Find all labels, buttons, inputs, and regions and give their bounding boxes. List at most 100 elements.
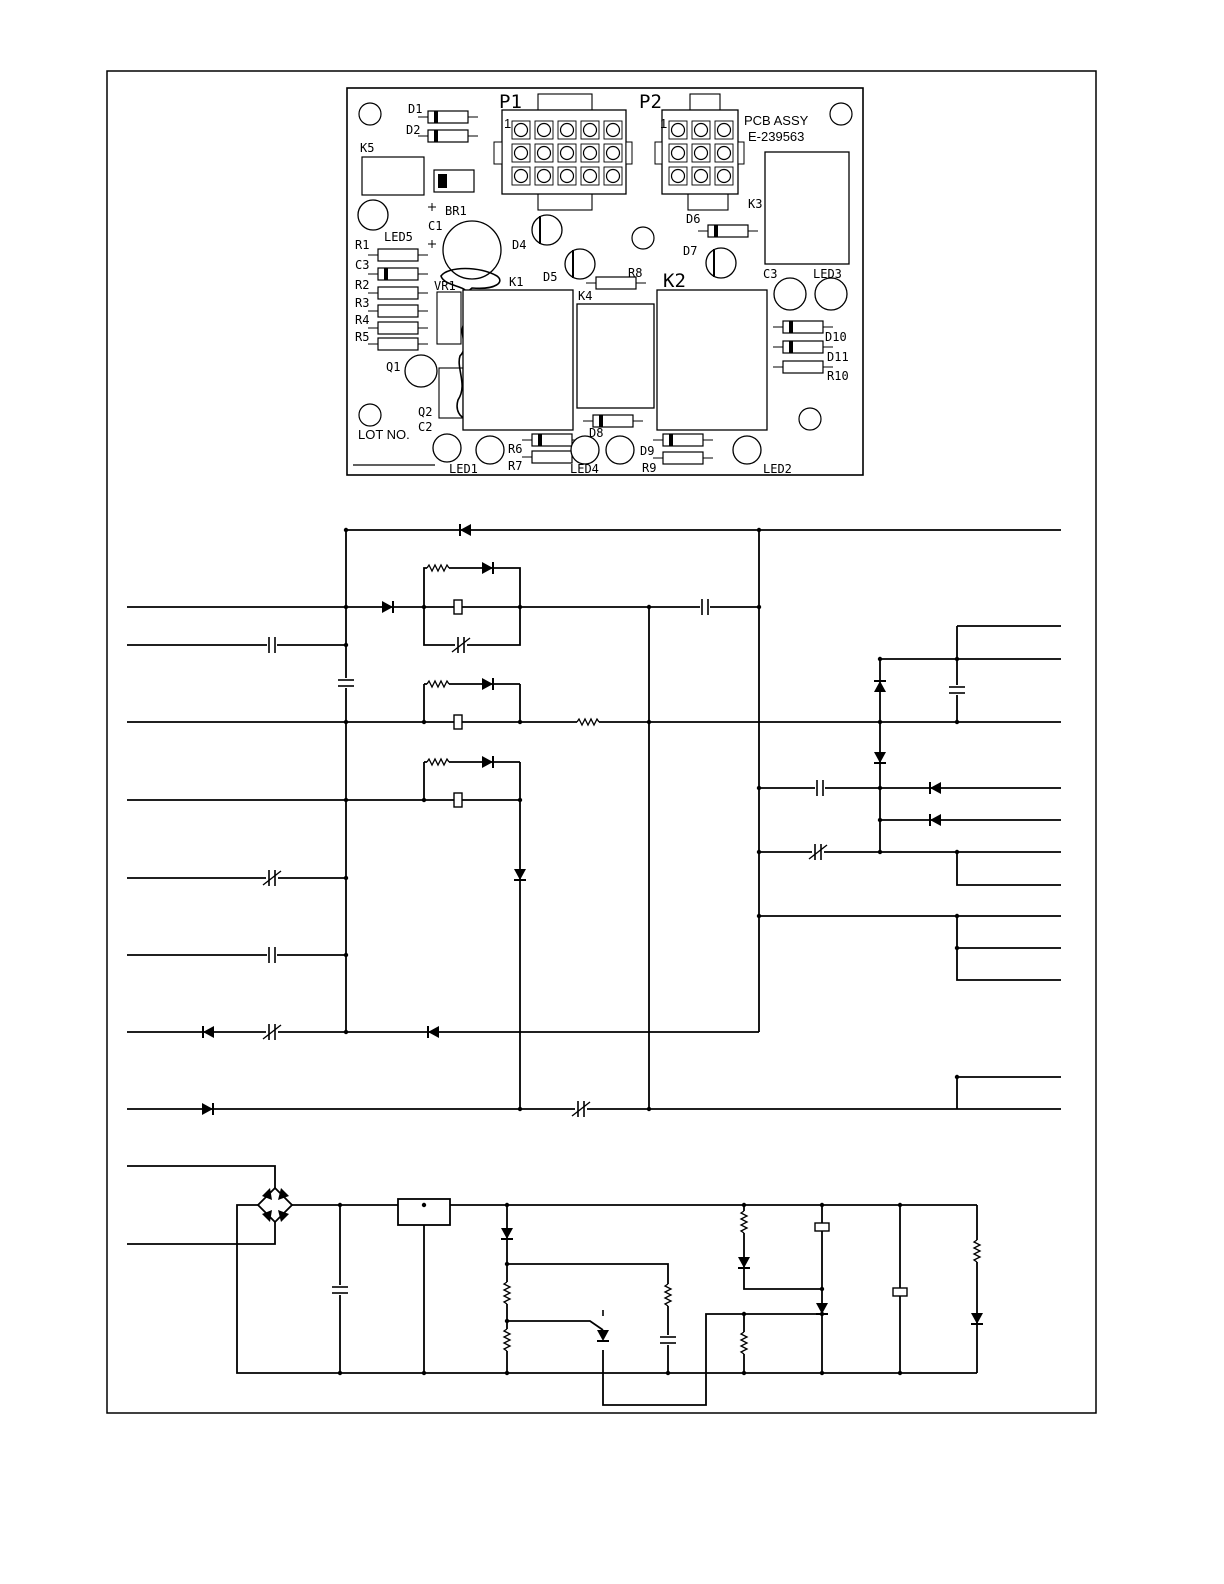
diode-right-down [874, 752, 886, 763]
junction-dot [344, 953, 348, 957]
junction-dot [344, 605, 348, 609]
connector-pin [535, 144, 553, 162]
connector-pin [535, 121, 553, 139]
junction-dot [422, 1371, 426, 1375]
junction-dot [505, 1262, 509, 1266]
resistor-led2 [427, 681, 449, 687]
junction-dot [955, 914, 959, 918]
junction-dot [820, 1287, 824, 1291]
led-2 [733, 436, 761, 464]
junction-dot [955, 720, 959, 724]
diode-mid-1 [428, 1026, 439, 1038]
diode-right-up [874, 681, 886, 692]
label-r6: R6 [508, 442, 522, 456]
label-d11: D11 [827, 350, 849, 364]
transistor-q1-symbol [597, 1310, 609, 1341]
transistor-q1 [405, 355, 437, 387]
relay-k3 [765, 152, 849, 264]
junction-dot [518, 605, 522, 609]
led-3-symbol [482, 756, 493, 768]
connector-pin [715, 167, 733, 185]
junction-dot [338, 1203, 342, 1207]
diode-vertical [514, 869, 526, 880]
connector-pin [669, 144, 687, 162]
label-led3: LED3 [813, 267, 842, 281]
label-c3-left: C3 [355, 258, 369, 272]
connector-pin [558, 121, 576, 139]
connector-p2 [655, 94, 744, 210]
label-p2-pin1: 1 [660, 116, 667, 131]
pcb-title: PCB ASSY [744, 113, 809, 128]
connector-pin [581, 121, 599, 139]
junction-dot [757, 914, 761, 918]
diode-k1-feed [382, 601, 393, 613]
led-3 [815, 278, 847, 310]
relay-k5 [362, 157, 424, 195]
label-led2: LED2 [763, 462, 792, 476]
connector-pin [535, 167, 553, 185]
lot-number-label: LOT NO. [358, 427, 410, 442]
pcb-layout: P1 P2 1 1 PCB ASSY E-239563 LOT NO. D1 D… [347, 88, 863, 476]
capacitor-filter [332, 1285, 348, 1295]
mounting-hole [359, 404, 381, 426]
label-d1: D1 [408, 102, 422, 116]
connector-pin [692, 144, 710, 162]
label-d7: D7 [683, 244, 697, 258]
connector-pin [604, 167, 622, 185]
capacitor-top-right [700, 599, 710, 615]
junction-dot [878, 720, 882, 724]
contact-no-3 [815, 780, 825, 796]
junction-dot [422, 798, 426, 802]
label-d4: D4 [512, 238, 526, 252]
relay-k4 [577, 304, 654, 408]
junction-dot [955, 1075, 959, 1079]
junction-dot [344, 876, 348, 880]
led-5-symbol [971, 1313, 983, 1324]
connector-pin [692, 167, 710, 185]
junction-dot [757, 786, 761, 790]
led-1-symbol [482, 562, 493, 574]
label-led5: LED5 [384, 230, 413, 244]
junction-dot [422, 605, 426, 609]
capacitor-bus [338, 678, 354, 688]
diode-d4 [532, 215, 562, 245]
junction-dot [878, 657, 882, 661]
label-r4: R4 [355, 313, 369, 327]
contact-no-1 [267, 637, 277, 653]
junction-dot [878, 818, 882, 822]
junction-dot [820, 1203, 824, 1207]
connector-pin [715, 144, 733, 162]
relay-coil-k5 [893, 1288, 907, 1296]
diode-left-2 [202, 1103, 213, 1115]
junction-dot [757, 850, 761, 854]
junction-dot [518, 1107, 522, 1111]
junction-dot [344, 528, 348, 532]
diode-top-feed [460, 524, 471, 536]
diode-d5 [565, 249, 595, 279]
connector-pin [512, 167, 530, 185]
label-k4: K4 [578, 289, 592, 303]
label-c1: C1 [428, 219, 442, 233]
label-c3-right: C3 [763, 267, 777, 281]
capacitor-timing [660, 1335, 676, 1345]
led-5 [358, 200, 388, 230]
label-p2: P2 [639, 91, 662, 113]
resistor-led1 [427, 565, 449, 571]
diode-d7 [706, 248, 736, 278]
resistor-gate [741, 1332, 747, 1354]
schematic-wires [127, 530, 1061, 1405]
junction-dot [820, 1371, 824, 1375]
label-r7: R7 [508, 459, 522, 473]
label-r10: R10 [827, 369, 849, 383]
connector-pin [581, 167, 599, 185]
label-r2: R2 [355, 278, 369, 292]
label-vr1: VR1 [434, 279, 456, 293]
mounting-hole [632, 227, 654, 249]
relay-coil-k1 [454, 600, 462, 614]
resistor-timing [665, 1284, 671, 1306]
capacitor-c3-right [774, 278, 806, 310]
junction-dot [955, 946, 959, 950]
label-r1: R1 [355, 238, 369, 252]
label-k5: K5 [360, 141, 374, 155]
